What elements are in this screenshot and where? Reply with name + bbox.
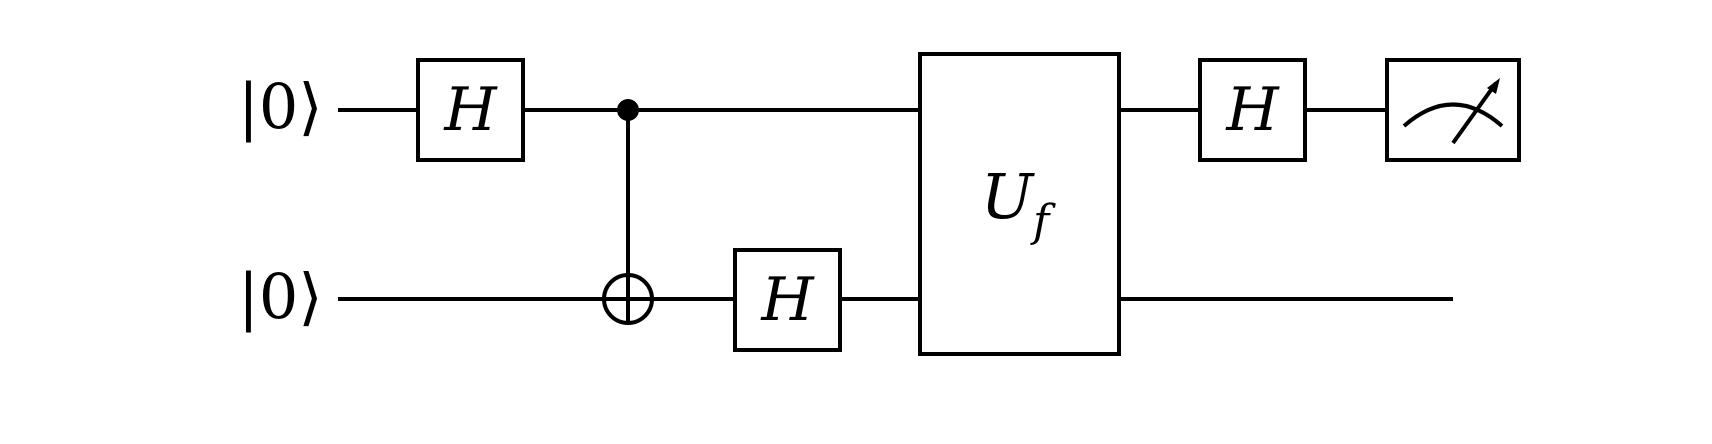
measurement-meter-arc [1402,102,1504,128]
qubit-1-input-label: |0⟩ [238,260,323,333]
measurement-gate [1385,58,1521,162]
measurement-meter-needle [1451,81,1498,145]
hadamard-gate-2 [733,248,842,352]
oracle-gate [918,52,1121,356]
hadamard-gate-3 [1198,58,1307,162]
hadamard-gate-2-label: H [760,265,815,335]
cnot-control-dot [617,99,639,121]
qubit-0-input-label: |0⟩ [238,70,323,143]
hadamard-gate-1-label: H [443,75,498,145]
hadamard-gate-1 [416,58,525,162]
hadamard-gate-3-label: H [1225,75,1280,145]
oracle-gate-label: U [981,160,1035,233]
measurement-meter-arrowhead-icon [1487,78,1500,94]
